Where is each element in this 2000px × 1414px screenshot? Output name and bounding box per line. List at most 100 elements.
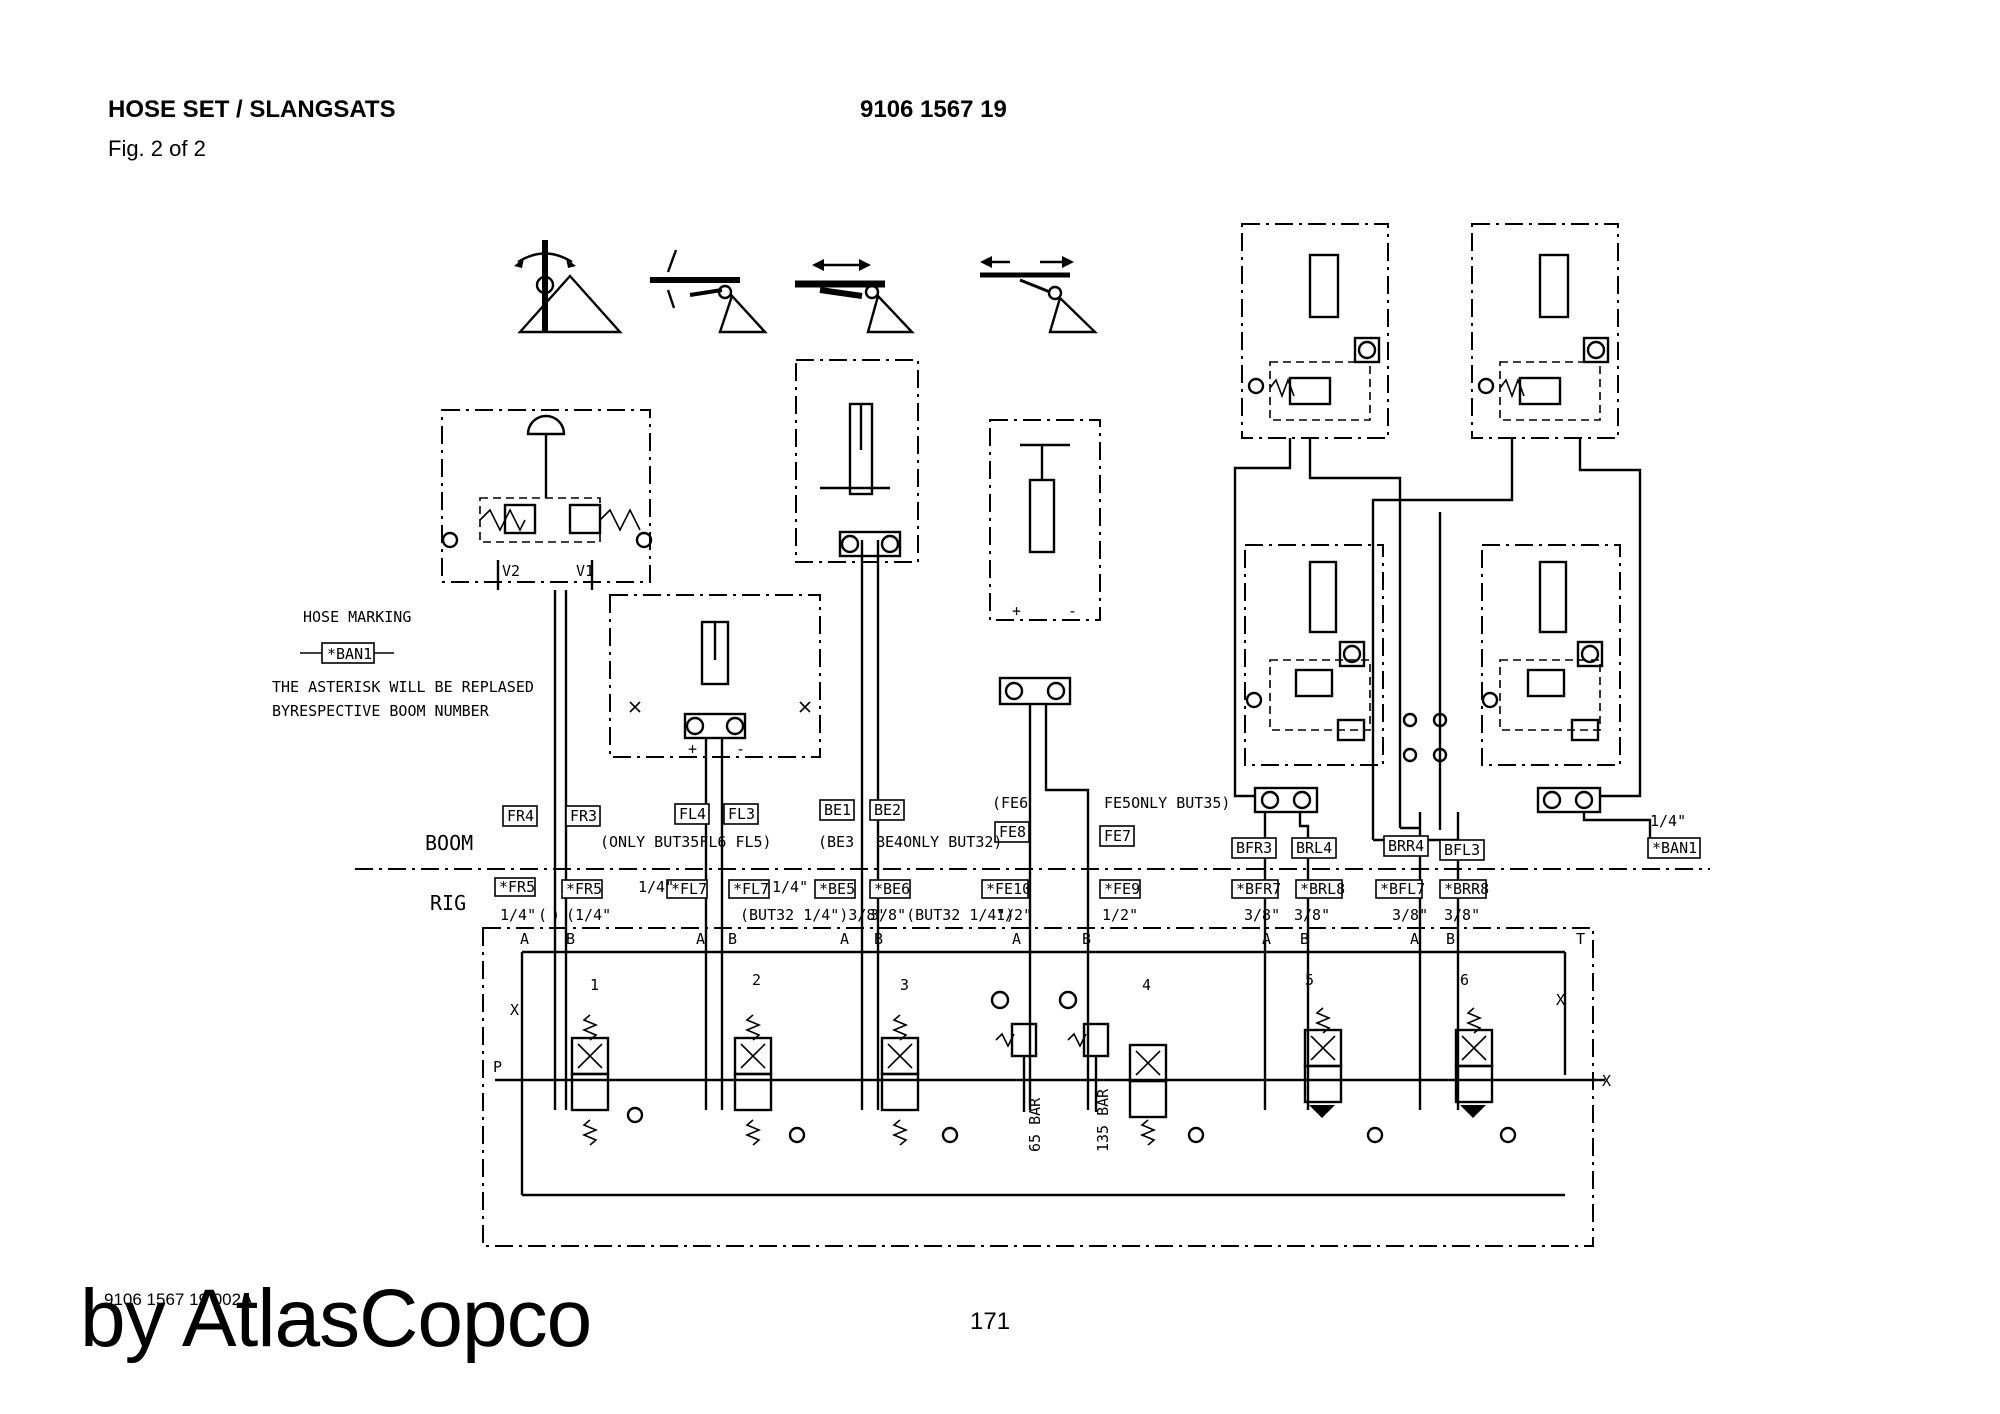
tag-brl4: BRL4 [1296,839,1332,857]
boom-cylinder-pack-top-left [1241,223,1389,439]
port-x-inner: X [1556,991,1565,1009]
size-brl8: 3/8" [1294,906,1330,924]
zone-boom: BOOM [425,831,473,855]
tag-fr4: FR4 [507,807,534,825]
rotation-symbol [514,240,623,334]
tag-fr3: FR3 [570,807,597,825]
relief-65-label: 65 BAR [1026,1097,1044,1152]
spool-valve-6 [1454,1007,1517,1144]
tag-be2: BE2 [874,801,901,819]
note-fe5: FE5ONLY BUT35) [1104,794,1230,812]
size-fl7a: 1/4" [638,878,674,896]
legend-note-2: BYRESPECTIVE BOOM NUMBER [272,702,490,720]
spool-valve-2 [733,1014,806,1146]
tag-rig-bfl7: *BFL7 [1380,880,1425,898]
valve-block: X X X P T A B A B A B A B A B A B 1 2 3 … [482,927,1611,1247]
tag-rig-brr8: *BRR8 [1444,880,1489,898]
port-b-3: B [874,930,883,948]
legend-sample-tag: *BAN1 [327,645,372,663]
rig-hose-tags: *FR5 *FR5 *FL7 *FL7 *BE5 *BE6 *FE10 *FE9… [494,877,1489,924]
note-fe6: (FE6 [992,794,1028,812]
legend-heading: HOSE MARKING [303,608,411,626]
port-v2: V2 [502,562,520,580]
tag-rig-fl7b: *FL7 [733,880,769,898]
note-ban-size: 1/4" [1650,812,1686,830]
size-bfl7: 3/8" [1392,906,1428,924]
note-be-b: BE4ONLY BUT32) [876,833,1002,851]
note-fl: (ONLY BUT35FL6 FL5) [600,833,772,851]
port-a-1: A [520,930,529,948]
size-fe10: 1/2" [996,906,1032,924]
tilt-symbol [650,249,768,334]
atlascopco-watermark: by AtlasCopco [80,1273,592,1364]
port-x-left: X [510,1001,519,1019]
port-b-6: B [1446,930,1455,948]
port-a-5: A [1262,930,1271,948]
part-number: 9106 1567 19 [860,96,1007,123]
extension-unit [795,359,919,563]
port-a-4: A [1012,930,1021,948]
tag-be1: BE1 [824,801,851,819]
zone-rig: RIG [430,891,466,915]
tag-ban1: *BAN1 [1652,839,1697,857]
hose-marking-legend: HOSE MARKING *BAN1 THE ASTERISK WILL BE … [272,608,534,720]
relief-valve-135 [1058,990,1110,1112]
boom-cylinder-pack-bottom-left [1244,544,1384,814]
tag-rig-be5: *BE5 [819,880,855,898]
boom-hose-tags: FR4 FR3 FL4 FL3 BE1 BE2 FE8 FE7 BFR3 BRL… [502,794,1701,861]
section-6: 6 [1460,971,1469,989]
port-a-2: A [696,930,705,948]
tag-fe7: FE7 [1104,827,1131,845]
port-plus: + [688,740,697,758]
size-fe9: 1/2" [1102,906,1138,924]
section-5: 5 [1305,971,1314,989]
tag-rig-brl8: *BRL8 [1300,880,1345,898]
tag-fe8: FE8 [999,823,1026,841]
swing-port-minus: - [1068,602,1077,620]
boom-cylinder-pack-bottom-right [1481,544,1621,814]
size-fr5b: (1/4" [566,906,611,924]
extend-symbol [795,259,915,334]
port-b-1: B [566,930,575,948]
port-t: T [1576,930,1585,948]
port-v1: V1 [576,562,594,580]
swing-symbol [980,256,1098,334]
tag-fl4: FL4 [679,805,706,823]
section-2: 2 [752,971,761,989]
size-brr8: 3/8" [1444,906,1480,924]
size-paren-b: ) [551,906,560,924]
port-a-6: A [1410,930,1419,948]
section-1: 1 [590,976,599,994]
spool-valve-1 [570,1014,644,1146]
relief-valve-65 [990,990,1038,1112]
section-3: 3 [900,976,909,994]
tag-bfl3: BFL3 [1444,841,1480,859]
rotation-unit: V2 V1 [441,409,653,590]
spool-valve-5 [1303,1007,1384,1144]
port-b-2: B [728,930,737,948]
figure-label: Fig. 2 of 2 [108,136,206,161]
tag-rig-fr5a: *FR5 [499,878,535,896]
tag-fl3: FL3 [728,805,755,823]
size-paren-a: ( [538,906,547,924]
tag-rig-fe10: *FE10 [986,880,1031,898]
tag-brr4: BRR4 [1388,837,1424,855]
hose-lines [553,438,1652,1110]
size-bfr7: 3/8" [1244,906,1280,924]
tag-rig-fl7a: *FL7 [671,880,707,898]
legend-note-1: THE ASTERISK WILL BE REPLASED [272,678,534,696]
port-minus: - [736,740,745,758]
swing-unit: + - [989,419,1101,706]
note-be-a: (BE3 [818,833,854,851]
port-x-right: X [1602,1072,1611,1090]
document-title: HOSE SET / SLANGSATS [108,96,396,123]
size-fl7b: 1/4" [772,878,808,896]
page-number: 171 [970,1308,1011,1335]
tag-rig-fr5b: *FR5 [566,880,602,898]
boom-cylinder-pack-top-right [1471,223,1619,439]
port-a-3: A [840,930,849,948]
size-but32b: 3/8"(BUT32 1/4") [870,906,1015,924]
port-p: P [493,1058,502,1076]
port-b-4: B [1082,930,1091,948]
